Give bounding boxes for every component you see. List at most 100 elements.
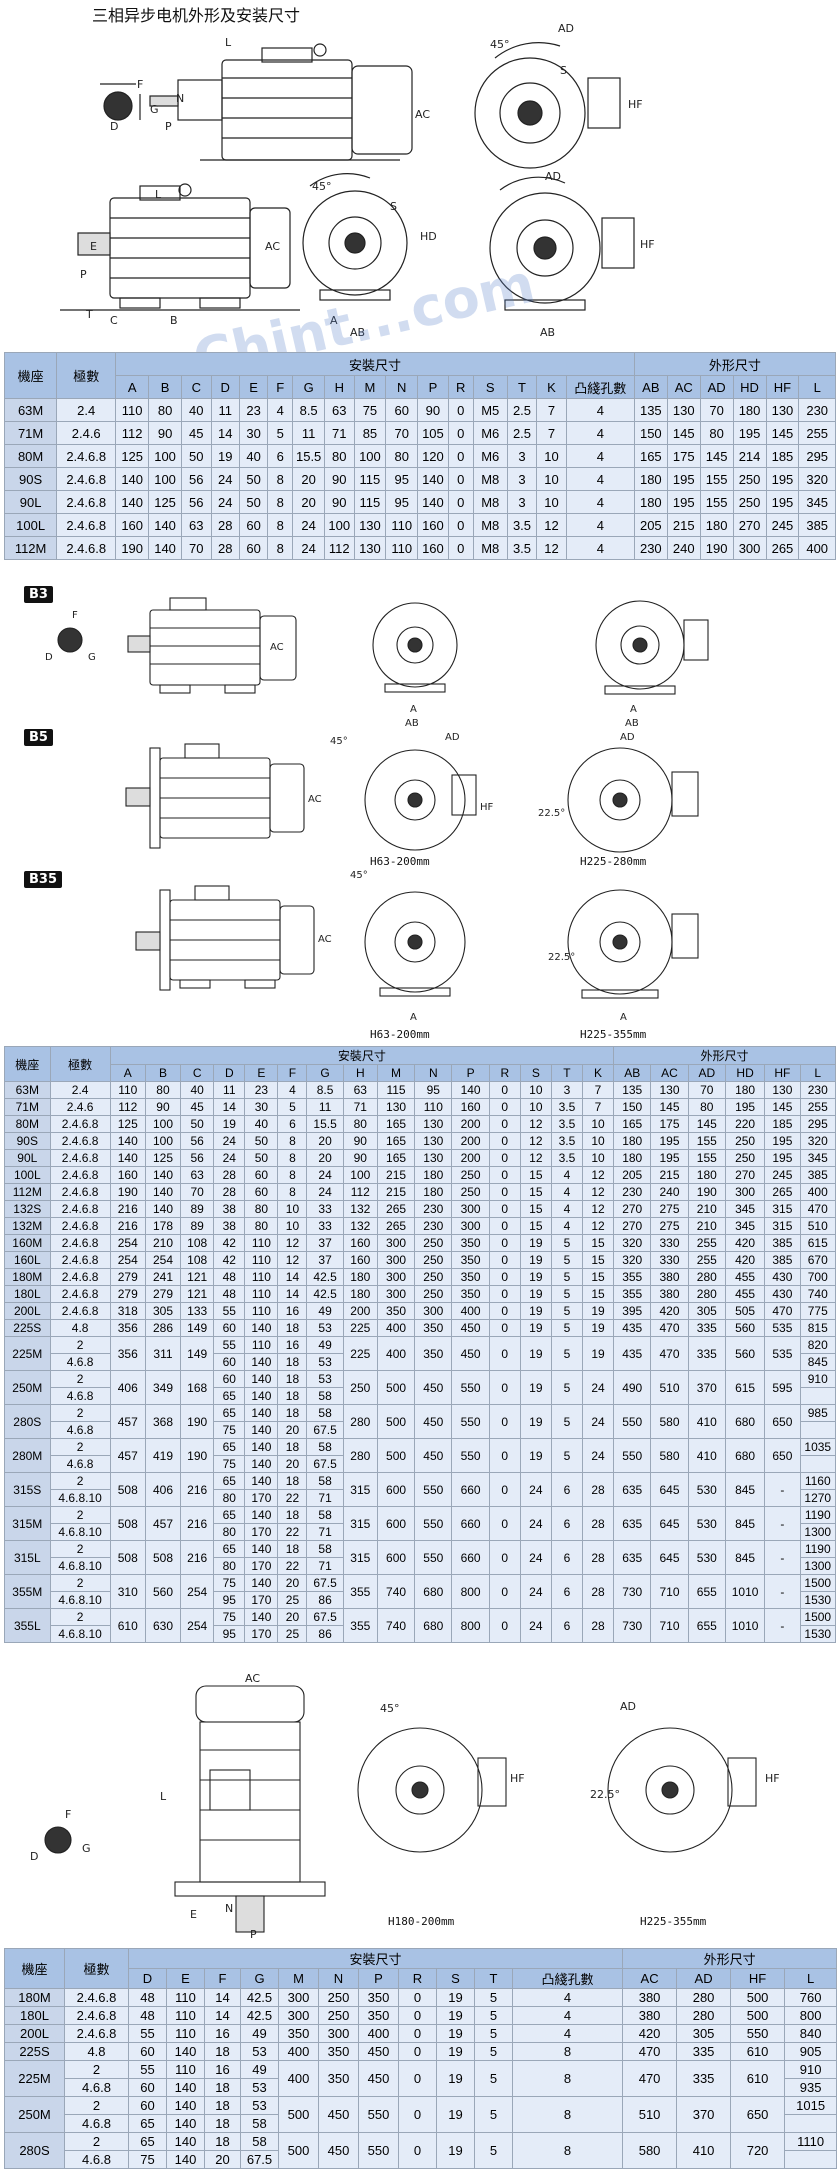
frame-cell: 200L xyxy=(4,1302,51,1320)
table-cell: 330 xyxy=(650,1251,689,1269)
table-cell: 349 xyxy=(144,1370,182,1405)
label-b35: B35 xyxy=(24,871,62,888)
svg-text:B: B xyxy=(170,314,178,327)
table-cell: 67.5 xyxy=(240,2150,279,2169)
table-cell: 225 xyxy=(342,1336,378,1371)
column-header: R xyxy=(398,1968,437,1989)
table-cell: 250 xyxy=(318,1988,359,2007)
table-cell: 1270 xyxy=(799,1489,836,1507)
column-header: A xyxy=(109,1064,146,1082)
svg-text:E: E xyxy=(190,1908,197,1921)
table-cell: 4.8 xyxy=(64,2042,129,2061)
table-cell: 255 xyxy=(687,1234,726,1252)
caption-b5-right: H225-280mm xyxy=(580,855,647,868)
table-cell: 130 xyxy=(414,1132,453,1150)
table-cell: 845 xyxy=(724,1472,766,1507)
table-cell: 270 xyxy=(613,1217,652,1235)
frame-cell: 315L xyxy=(4,1540,51,1575)
table-cell: 24 xyxy=(519,1608,552,1643)
column-header: B xyxy=(148,375,183,399)
header-frame: 機座 xyxy=(3,352,58,399)
table-cell: 20 xyxy=(277,1421,308,1439)
poles-cell: 4.6.8 xyxy=(64,2114,129,2133)
table-cell: 185 xyxy=(765,444,800,468)
table-cell: 0 xyxy=(488,1166,521,1184)
table-cell: 15.5 xyxy=(306,1115,344,1133)
svg-text:45°: 45° xyxy=(490,38,510,51)
table-cell: 4 xyxy=(550,1217,583,1235)
table-cell: 280 xyxy=(687,1268,726,1286)
table-cell: 200 xyxy=(451,1115,490,1133)
table-cell: 300 xyxy=(451,1200,490,1218)
table-cell: 60 xyxy=(213,1353,246,1371)
svg-text:P: P xyxy=(250,1928,257,1940)
column-header: G xyxy=(240,1968,279,1989)
table-cell: 58 xyxy=(306,1506,344,1524)
table-cell: 400 xyxy=(376,1336,416,1371)
table-cell: 20 xyxy=(292,490,326,514)
caption-b35-right: H225-355mm xyxy=(580,1028,647,1041)
table-cell: 508 xyxy=(144,1540,182,1575)
table-cell: 265 xyxy=(376,1200,416,1218)
svg-text:AD: AD xyxy=(445,732,460,743)
table-cell: 100 xyxy=(144,1115,182,1133)
table-cell: 56 xyxy=(180,1132,215,1150)
table-cell: 5 xyxy=(474,2024,513,2043)
table-cell: M8 xyxy=(472,536,508,560)
table-cell: 505 xyxy=(724,1302,766,1320)
table-cell: M6 xyxy=(472,421,508,445)
table-cell: M8 xyxy=(472,513,508,537)
table-cell: 12 xyxy=(581,1217,615,1235)
b3-side-view xyxy=(127,597,297,694)
table-cell: 86 xyxy=(306,1591,344,1609)
poles-cell: 2 xyxy=(49,1336,111,1354)
table-cell: 80 xyxy=(213,1489,246,1507)
table-cell xyxy=(799,1387,836,1405)
table-cell: 56 xyxy=(181,490,212,514)
table-cell: 65 xyxy=(213,1404,246,1422)
table-cell: 140 xyxy=(244,1438,279,1456)
table-cell: 230 xyxy=(414,1217,453,1235)
table-cell: 24 xyxy=(519,1574,552,1609)
table-cell: 3.5 xyxy=(506,513,538,537)
table-cell: 100 xyxy=(148,444,183,468)
column-header: S xyxy=(472,375,508,399)
column-header: N xyxy=(385,375,419,399)
table-cell: 910 xyxy=(799,1370,836,1388)
table-cell: 730 xyxy=(613,1574,652,1609)
column-header: AB xyxy=(633,375,668,399)
table-cell: 450 xyxy=(318,2132,359,2169)
table-cell: 140 xyxy=(144,1200,182,1218)
table-cell: 180 xyxy=(342,1268,378,1286)
frame-cell: 80M xyxy=(4,1115,51,1133)
header-poles: 極數 xyxy=(56,352,117,399)
table-cell: 155 xyxy=(699,490,734,514)
frame-cell: 71M xyxy=(4,1098,51,1116)
table-cell: 6 xyxy=(277,1115,308,1133)
table-cell: 300 xyxy=(732,536,767,560)
table-cell: 100 xyxy=(324,513,355,537)
table-cell: 270 xyxy=(724,1166,766,1184)
table-cell: 6 xyxy=(550,1608,583,1643)
table-cell: 254 xyxy=(109,1251,146,1269)
frame-cell: 90L xyxy=(4,1149,51,1167)
table-cell: 112 xyxy=(109,1098,146,1116)
table-cell: 19 xyxy=(436,2060,475,2097)
table-cell: 7 xyxy=(536,421,567,445)
table-cell: 216 xyxy=(180,1540,215,1575)
table-cell: 508 xyxy=(109,1506,146,1541)
table-cell: 25 xyxy=(277,1625,308,1643)
table-cell: 550 xyxy=(414,1540,453,1575)
table-cell: 300 xyxy=(278,1988,319,2007)
table-cell: 180 xyxy=(724,1081,766,1099)
table-cell: 450 xyxy=(318,2096,359,2133)
table-cell: 18 xyxy=(277,1506,308,1524)
table-cell: 50 xyxy=(238,490,269,514)
table-cell: 279 xyxy=(144,1285,182,1303)
table-cell: 0 xyxy=(488,1404,521,1439)
table-cell: 180 xyxy=(732,398,767,422)
